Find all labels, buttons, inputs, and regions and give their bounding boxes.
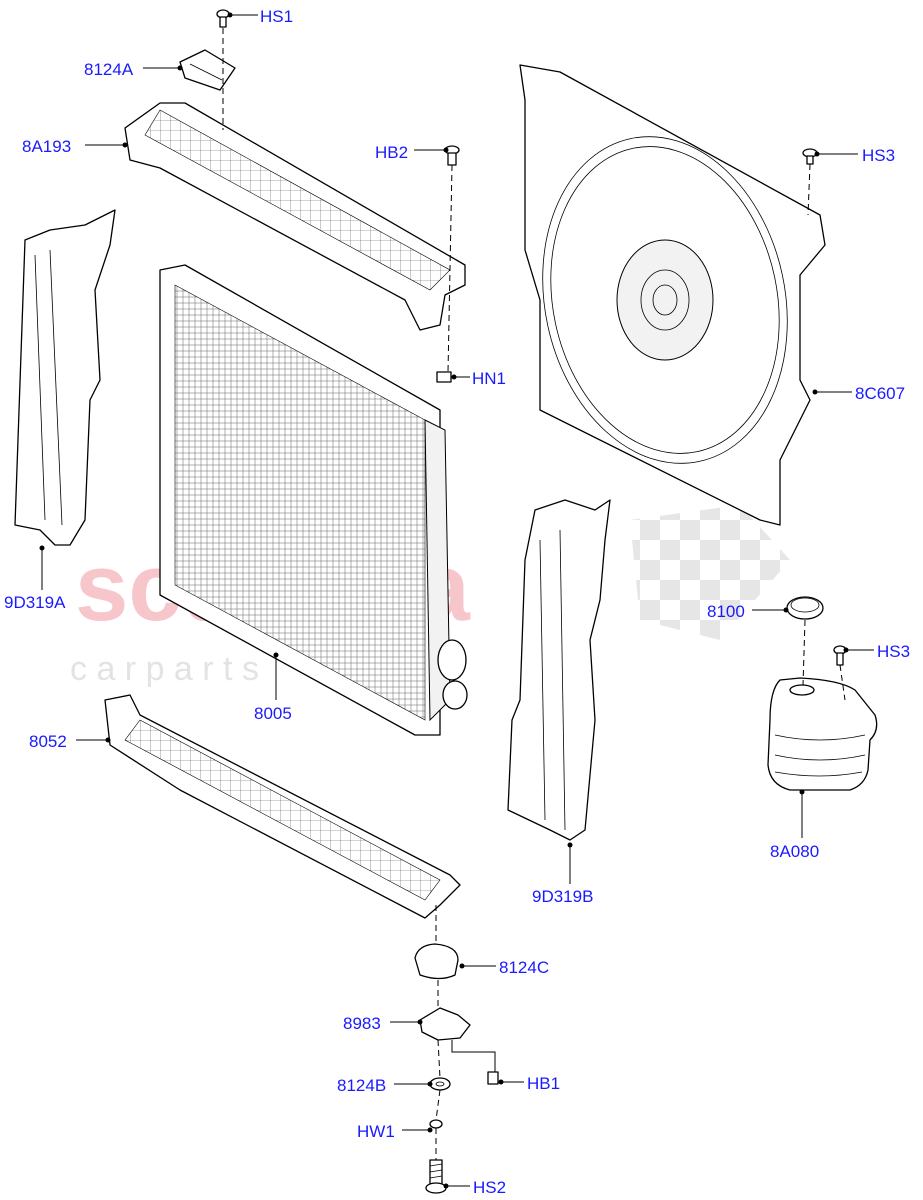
callout-8983[interactable]: 8983 xyxy=(343,1014,381,1033)
callout-8124a[interactable]: 8124A xyxy=(84,60,134,79)
expansion-tank-part[interactable] xyxy=(767,677,878,791)
watermark-sub-text: c a r p a r t s xyxy=(70,650,259,688)
callout-8052[interactable]: 8052 xyxy=(29,732,67,751)
fasteners xyxy=(216,9,847,1194)
bracket-8983[interactable] xyxy=(419,1007,471,1041)
radiator-part[interactable] xyxy=(159,264,468,736)
bolt-hs3-top[interactable] xyxy=(802,148,818,165)
callout-labels: HS1 8124A 8A193 HB2 HS3 HN1 8C607 9D319A… xyxy=(4,7,910,1197)
callout-8c607[interactable]: 8C607 xyxy=(855,384,905,403)
lower-crossmember-part[interactable] xyxy=(104,694,461,919)
callout-8100[interactable]: 8100 xyxy=(707,602,745,621)
bolt-hs1[interactable] xyxy=(216,9,230,28)
callout-hs1[interactable]: HS1 xyxy=(260,7,293,26)
watermark-flag xyxy=(630,505,790,640)
washer-hw1[interactable] xyxy=(429,1119,443,1129)
callout-hn1[interactable]: HN1 xyxy=(472,369,506,388)
bolt-hb2[interactable] xyxy=(444,145,460,166)
nut-hn1[interactable] xyxy=(436,371,452,383)
callout-hs3-top[interactable]: HS3 xyxy=(862,146,895,165)
callout-hs3-tank[interactable]: HS3 xyxy=(877,642,910,661)
callout-hw1[interactable]: HW1 xyxy=(357,1122,395,1141)
fan-shroud-part[interactable] xyxy=(513,64,826,526)
mount-8124c[interactable] xyxy=(414,943,459,980)
callout-hs2[interactable]: HS2 xyxy=(473,1178,506,1197)
leader-lines xyxy=(39,12,874,1189)
callout-hb2[interactable]: HB2 xyxy=(375,143,408,162)
callout-hb1[interactable]: HB1 xyxy=(527,1074,560,1093)
callout-8005[interactable]: 8005 xyxy=(254,704,292,723)
bolt-hb1[interactable] xyxy=(487,1071,499,1085)
side-baffle-right-part[interactable] xyxy=(507,499,611,841)
washer-8124b[interactable] xyxy=(429,1077,451,1091)
callout-9d319a[interactable]: 9D319A xyxy=(4,593,66,612)
callout-8a080[interactable]: 8A080 xyxy=(770,842,819,861)
bolt-hs2[interactable] xyxy=(425,1159,447,1194)
callout-8124b[interactable]: 8124B xyxy=(337,1076,386,1095)
callout-8124c[interactable]: 8124C xyxy=(499,958,549,977)
bracket-8124a-part[interactable] xyxy=(179,49,236,91)
upper-crossmember-part[interactable] xyxy=(124,102,466,331)
callout-8a193[interactable]: 8A193 xyxy=(22,137,71,156)
callout-9d319b[interactable]: 9D319B xyxy=(532,887,593,906)
assembly-lines xyxy=(222,28,846,1160)
filler-cap-part[interactable] xyxy=(786,596,824,620)
side-baffle-left-part[interactable] xyxy=(14,209,116,546)
